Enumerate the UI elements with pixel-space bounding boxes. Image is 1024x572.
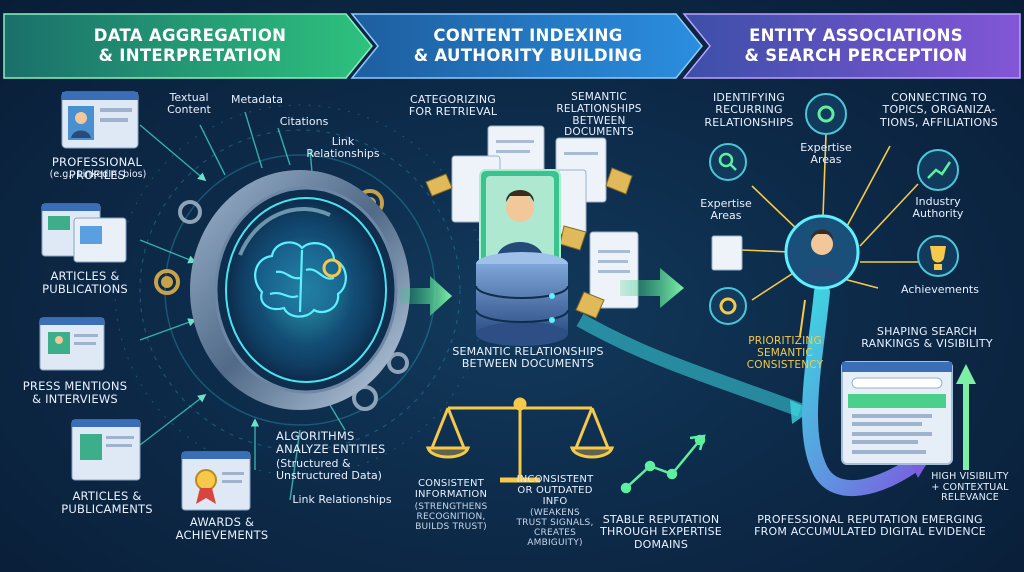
magnifier-icon (718, 152, 737, 171)
growth-chart-icon (927, 161, 952, 179)
label-semantic-bottom: SEMANTIC RELATIONSHIPS BETWEEN DOCUMENTS (452, 345, 604, 371)
label-shaping: SHAPING SEARCH RANKINGS & VISIBILITY (861, 325, 993, 351)
label-textual-content: Textual Content (167, 91, 211, 117)
stage-title-entity: ENTITY ASSOCIATIONS & SEARCH PERCEPTION (744, 26, 968, 65)
search-results-icon (841, 361, 953, 465)
label-articles-publicaments: ARTICLES & PUBLICAMENTS (61, 489, 153, 516)
label-expertise-left: Expertise Areas (700, 197, 752, 223)
scale-icon (425, 397, 615, 483)
label-inconsistent: INCONSISTENT OR OUTDATED INFO (516, 474, 594, 508)
label-metadata: Metadata (230, 93, 284, 106)
growth-chart-icon (620, 434, 706, 494)
label-industry-authority: Industry Authority (912, 195, 964, 221)
label-professional-profiles: PROFESSIONAL PROFILES (51, 155, 143, 182)
brain-icon (254, 241, 347, 318)
tag-icon (425, 167, 633, 319)
label-link-relationships-bottom: Link Relationships (292, 493, 392, 506)
gear-icon (817, 105, 835, 123)
label-press-mentions: PRESS MENTIONS & INTERVIEWS (22, 379, 128, 406)
gear-icon (719, 297, 737, 315)
database-icon (475, 252, 569, 346)
label-recurring: IDENTIFYING RECURRING RELATIONSHIPS (704, 91, 794, 129)
article-icon (41, 203, 127, 263)
label-consistent-sub: (STRENGTHENS RECOGNITION, BUILDS TRUST) (414, 502, 488, 533)
label-prioritizing: PRIORITIZING SEMANTIC CONSISTENCY (746, 335, 824, 371)
label-stable-reputation: STABLE REPUTATION THROUGH EXPERTISE DOMA… (600, 513, 722, 551)
label-articles-publications: ARTICLES & PUBLICATIONS (42, 269, 128, 296)
stage-title-aggregation: DATA AGGREGATION & INTERPRETATION (93, 26, 287, 65)
press-icon (39, 317, 105, 371)
label-citations: Citations (279, 115, 329, 128)
label-semantic-top: SEMANTIC RELATIONSHIPS BETWEEN DOCUMENTS (556, 91, 642, 139)
document-icon (711, 235, 743, 271)
label-high-visibility: HIGH VISIBILITY + CONTEXTUAL RELEVANCE (931, 471, 1009, 504)
article-icon (71, 419, 141, 481)
profile-card-icon (61, 91, 139, 149)
stage-title-indexing: CONTENT INDEXING & AUTHORITY BUILDING (413, 26, 643, 65)
person-icon (479, 169, 561, 267)
label-categorizing: CATEGORIZING FOR RETRIEVAL (408, 93, 498, 119)
label-awards: AWARDS & ACHIEVEMENTS (175, 515, 269, 542)
label-achievements: Achievements (901, 283, 979, 296)
label-emerging: PROFESSIONAL REPUTATION EMERGING FROM AC… (754, 513, 986, 539)
trophy-icon (930, 246, 946, 270)
label-algorithms-sub: (Structured & Unstructured Data) (276, 457, 382, 483)
label-inconsistent-sub: (WEAKENS TRUST SIGNALS, CREATES AMBIGUIT… (516, 508, 594, 549)
label-expertise-top: Expertise Areas (800, 141, 852, 167)
award-icon (181, 451, 251, 511)
label-consistent: CONSISTENT INFORMATION (414, 478, 488, 501)
label-profiles-example: (e.g., LinkedIn, bios) (49, 169, 147, 180)
stage-banners (3, 13, 1021, 79)
label-algorithms: ALGORITHMS ANALYZE ENTITIES (276, 429, 386, 456)
label-connecting: CONNECTING TO TOPICS, ORGANIZA- TIONS, A… (880, 91, 998, 129)
label-link-relationships: Link Relationships (306, 135, 380, 161)
